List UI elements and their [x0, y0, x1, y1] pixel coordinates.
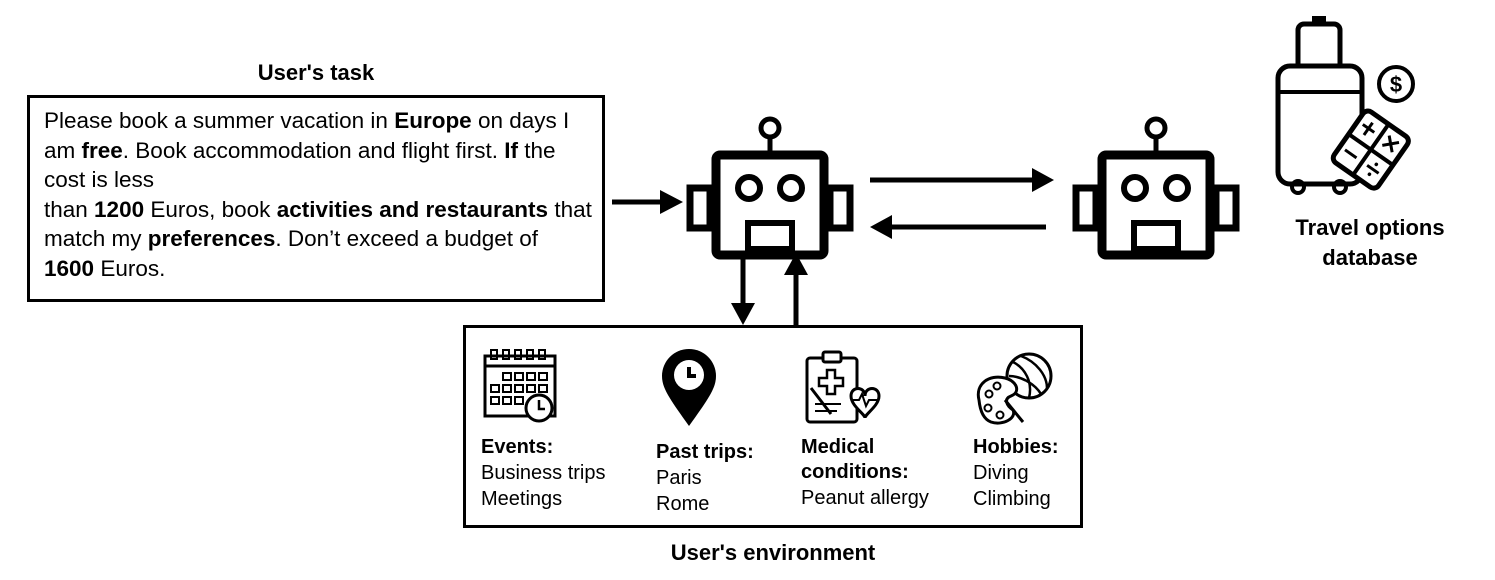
calendar-icon: [483, 349, 557, 423]
task-text-emphasis: If: [504, 137, 518, 163]
task-box: Please book a summer vacation in Europe …: [27, 95, 605, 302]
hobbies-label: Hobbies:: [973, 436, 1059, 458]
task-heading: User's task: [257, 60, 375, 85]
task-text-run: on days I am: [44, 108, 570, 163]
task-text-emphasis: preferences: [147, 226, 276, 251]
task-text-run: than: [44, 196, 95, 222]
environment-box: Events: Business trips Meetings Past tri…: [463, 325, 1083, 528]
location-pin-icon: [662, 349, 716, 426]
task-text-run: . Book accommodation and flight first.: [122, 137, 505, 163]
task-text-run: Euros.: [94, 255, 166, 281]
database-label: Travel options database: [1262, 213, 1478, 273]
task-text-emphasis: 1200: [94, 196, 145, 222]
medical-label-line2: conditions:: [801, 461, 909, 483]
events-label: Events:: [481, 436, 554, 458]
task-text-run: Euros, book: [144, 196, 277, 222]
task-text-emphasis: activities and restaurants: [276, 196, 549, 222]
task-text-run: . Don’t exceed a budget of: [275, 226, 539, 251]
svg-text:$: $: [1390, 72, 1402, 97]
calculator-icon: [1330, 108, 1411, 191]
task-text-run: the cost is less: [44, 137, 556, 193]
medical-label-line1: Medical: [801, 436, 875, 458]
agent-robot-icon: [686, 116, 854, 260]
past-trips-category: Past trips: Paris Rome: [656, 440, 754, 517]
palette-ball-icon: [976, 352, 1053, 425]
medical-item: Peanut allergy: [801, 487, 929, 509]
task-text: Please book a summer vacation in Europe …: [44, 106, 592, 283]
hobbies-category: Hobbies: Diving Climbing: [973, 435, 1059, 512]
events-item: Business trips: [481, 462, 606, 484]
hobbies-item: Climbing: [973, 488, 1051, 510]
task-text-run: that match my: [44, 196, 592, 252]
medical-category: Medical conditions: Peanut allergy: [801, 435, 929, 511]
past-trips-label: Past trips:: [656, 441, 754, 463]
task-text-emphasis: 1600: [44, 255, 95, 281]
database-label-line2: database: [1322, 245, 1418, 270]
database-robot-icon: [1072, 116, 1240, 260]
past-trips-item: Rome: [656, 493, 710, 515]
suitcase-icon: $: [1275, 16, 1415, 195]
hobbies-item: Diving: [973, 462, 1029, 484]
medical-clipboard-icon: [805, 350, 881, 424]
environment-heading: User's environment: [670, 540, 876, 565]
events-item: Meetings: [481, 488, 563, 510]
database-label-line1: Travel options: [1295, 215, 1445, 240]
past-trips-item: Paris: [656, 467, 702, 489]
task-text-run: Please book a summer vacation in: [44, 108, 395, 133]
task-text-emphasis: Europe: [394, 108, 472, 133]
dollar-coin-icon: $: [1377, 65, 1415, 103]
events-category: Events: Business trips Meetings: [481, 435, 606, 512]
task-text-emphasis: free: [81, 137, 123, 163]
